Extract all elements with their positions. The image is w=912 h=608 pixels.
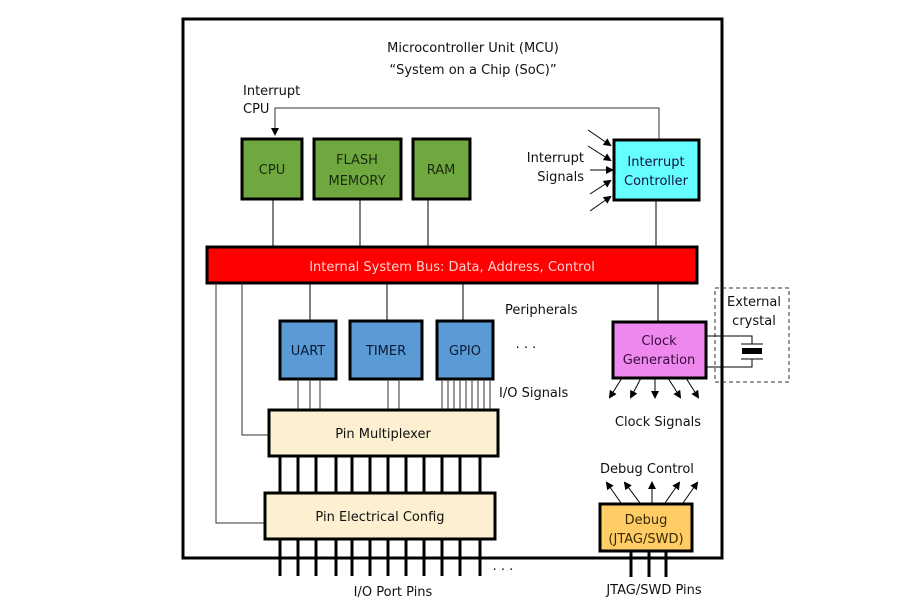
clock-generation-block[interactable]: Clock Generation	[611, 320, 708, 380]
gpio-io-lines	[441, 379, 491, 410]
clock-arrow-5	[685, 377, 700, 399]
uart-label: UART	[291, 344, 325, 359]
io-port-pins-ellipsis: · · ·	[493, 563, 514, 578]
pin-electrical-config-label: Pin Electrical Config	[315, 510, 444, 525]
jtag-swd-pins	[629, 551, 668, 577]
external-crystal-box	[714, 287, 790, 383]
gpio-block[interactable]: GPIO	[435, 319, 495, 381]
pin-electrical-config-block[interactable]: Pin Electrical Config	[263, 491, 497, 541]
debug-arrow-5	[682, 481, 699, 504]
flash-label-2: MEMORY	[328, 174, 385, 189]
bus-to-pin-mux-line	[241, 283, 269, 436]
cpu-block[interactable]: CPU	[240, 137, 304, 201]
ram-label: RAM	[427, 163, 456, 178]
interrupt-cpu-label-1: Interrupt	[243, 84, 300, 99]
pin-multiplexer-block[interactable]: Pin Multiplexer	[267, 408, 500, 458]
ram-block[interactable]: RAM	[411, 137, 472, 201]
gpio-label: GPIO	[449, 344, 481, 359]
clock-arrow-2	[630, 377, 642, 399]
clock-arrow-1	[608, 377, 623, 399]
interrupt-signal-arrows	[587, 129, 614, 212]
bus-to-pin-elec-line	[215, 283, 265, 524]
interrupt-arrow-5	[589, 195, 612, 212]
timer-label: TIMER	[365, 344, 406, 359]
interrupt-controller-block[interactable]: Interrupt Controller	[612, 138, 701, 202]
interrupt-arrow-2	[587, 145, 612, 162]
clock-generation-label-2: Generation	[623, 353, 696, 368]
title-line1: Microcontroller Unit (MCU)	[387, 41, 559, 56]
external-crystal-label-2: crystal	[732, 314, 776, 329]
io-signals-label: I/O Signals	[499, 386, 569, 401]
debug-control-arrows	[605, 481, 699, 504]
debug-block[interactable]: Debug (JTAG/SWD)	[598, 502, 694, 553]
io-port-pins-label: I/O Port Pins	[354, 585, 433, 600]
mux-to-elec-lines	[278, 456, 482, 493]
clock-arrow-4	[667, 377, 682, 399]
debug-arrow-1	[605, 481, 622, 504]
flash-memory-block[interactable]: FLASH MEMORY	[312, 137, 403, 201]
interrupt-arrow-1	[587, 129, 612, 147]
interrupt-cpu-label-2: CPU	[243, 102, 269, 117]
pin-multiplexer-label: Pin Multiplexer	[335, 427, 431, 442]
interrupt-controller-label-1: Interrupt	[627, 155, 684, 170]
clock-signals-label: Clock Signals	[615, 415, 701, 430]
debug-arrow-4	[664, 481, 681, 504]
interrupt-controller-label-2: Controller	[624, 174, 689, 189]
cpu-label: CPU	[259, 163, 285, 178]
io-port-pins	[278, 539, 482, 576]
debug-control-label: Debug Control	[600, 462, 694, 477]
interrupt-arrow-4	[589, 179, 612, 195]
mcu-boundary	[181, 17, 724, 560]
clock-generation-label-1: Clock	[641, 334, 677, 349]
flash-label-1: FLASH	[336, 153, 378, 168]
title-line2: “System on a Chip (SoC)”	[389, 63, 556, 78]
interrupt-signals-label-1: Interrupt	[527, 151, 584, 166]
timer-block[interactable]: TIMER	[348, 319, 424, 381]
clock-signal-arrows	[608, 377, 700, 399]
debug-arrow-2	[623, 481, 641, 504]
system-bus-label: Internal System Bus: Data, Address, Cont…	[309, 260, 595, 275]
crystal-symbol	[706, 335, 763, 368]
peripherals-label: Peripherals	[505, 303, 578, 318]
interrupt-cpu-line	[271, 107, 660, 139]
uart-block[interactable]: UART	[278, 319, 338, 381]
debug-label-1: Debug	[625, 513, 668, 528]
system-bus[interactable]: Internal System Bus: Data, Address, Cont…	[205, 245, 699, 285]
uart-io-lines	[297, 379, 321, 410]
interrupt-signals-label-2: Signals	[537, 170, 584, 185]
more-peripherals-ellipsis: · · ·	[516, 341, 537, 356]
debug-label-2: (JTAG/SWD)	[608, 532, 683, 547]
timer-io-lines	[387, 379, 400, 410]
external-crystal-label-1: External	[727, 295, 781, 310]
jtag-swd-pins-label: JTAG/SWD Pins	[605, 583, 702, 598]
